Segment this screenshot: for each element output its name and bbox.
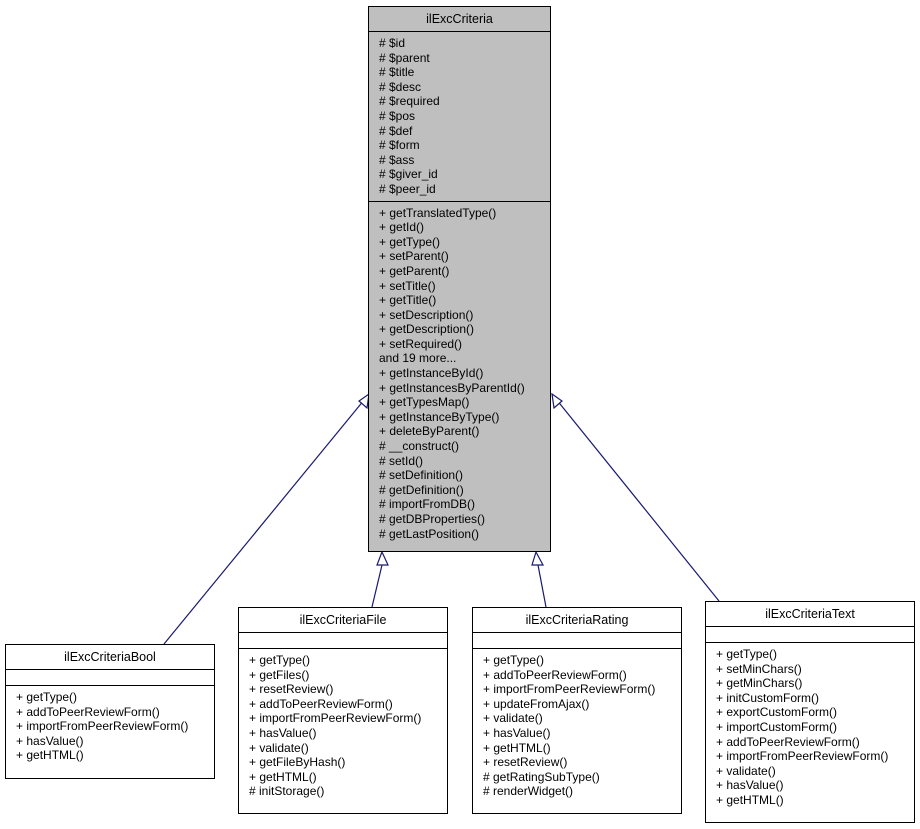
attribute-row: # $pos — [379, 108, 416, 123]
edge-text-to-base — [551, 393, 720, 602]
attribute-row: # $ass — [379, 152, 415, 167]
method-row: # importFromDB() — [379, 497, 476, 512]
attribute-row: # $desc — [379, 79, 422, 94]
method-row: + updateFromAjax() — [483, 696, 590, 711]
method-row: # setId() — [379, 453, 424, 468]
arrowhead-file — [376, 550, 389, 566]
method-row: + setParent() — [379, 249, 449, 264]
method-row: + importFromPeerReviewForm() — [716, 749, 889, 764]
more-methods-link[interactable]: and 19 more... — [379, 351, 457, 366]
method-row: + validate() — [249, 740, 309, 755]
attribute-row: # $title — [379, 65, 415, 80]
method-row: + setTitle() — [379, 278, 436, 293]
class-title: ilExcCriteriaFile — [239, 608, 447, 633]
methods-section: + getType() + getFiles() + resetReview()… — [239, 649, 447, 803]
method-row: + setDescription() — [379, 307, 474, 322]
method-row: + getTranslatedType() — [379, 205, 497, 220]
method-row: + importCustomForm() — [716, 719, 838, 734]
method-row: + getInstanceById() — [379, 366, 484, 381]
methods-section: + getTranslatedType() + getId() + getTyp… — [369, 202, 550, 546]
method-row: + hasValue() — [16, 733, 84, 748]
method-row: + importFromPeerReviewForm() — [249, 711, 422, 726]
method-row: # getDefinition() — [379, 482, 464, 497]
method-row: # getLastPosition() — [379, 526, 480, 541]
method-row: + getType() — [249, 653, 311, 667]
method-row: + getType() — [716, 647, 778, 661]
arrowhead-text — [551, 392, 563, 410]
attribute-row: # $parent — [379, 50, 430, 65]
method-row: + addToPeerReviewForm() — [16, 704, 160, 719]
edge-bool-to-base — [163, 393, 370, 645]
method-row: + addToPeerReviewForm() — [716, 734, 860, 749]
method-row: + getHTML() — [249, 769, 317, 784]
method-row: + getHTML() — [483, 740, 551, 755]
method-row: + addToPeerReviewForm() — [483, 667, 627, 682]
attribute-row: # $giver_id — [379, 167, 438, 182]
class-title: ilExcCriteria — [369, 7, 550, 32]
method-row: # getDBProperties() — [379, 512, 486, 526]
class-ilExcCriteriaRating[interactable]: ilExcCriteriaRating + getType() + addToP… — [472, 607, 682, 814]
method-row: + getType() — [16, 690, 78, 704]
edge-file-to-base — [371, 564, 383, 608]
method-row: + hasValue() — [249, 725, 317, 740]
methods-section: + getType() + addToPeerReviewForm() + im… — [473, 649, 681, 803]
method-row: + importFromPeerReviewForm() — [483, 682, 656, 697]
method-row: + getInstancesByParentId() — [379, 380, 525, 395]
method-row: + deleteByParent() — [379, 424, 480, 439]
method-row: + setRequired() — [379, 336, 463, 351]
method-row: + getMinChars() — [716, 676, 803, 691]
method-row: + addToPeerReviewForm() — [249, 696, 393, 711]
class-title: ilExcCriteriaRating — [473, 608, 681, 633]
class-ilExcCriteriaFile[interactable]: ilExcCriteriaFile + getType() + getFiles… — [238, 607, 448, 814]
method-row: # renderWidget() — [483, 784, 574, 799]
method-row: + getParent() — [379, 263, 450, 278]
method-row: + resetReview() — [249, 682, 334, 697]
method-row: + getDescription() — [379, 322, 475, 337]
attributes-section — [473, 633, 681, 649]
method-row: + getFiles() — [249, 667, 310, 682]
method-row: # __construct() — [379, 439, 460, 454]
attribute-row: # $id — [379, 36, 406, 50]
class-ilExcCriteriaBool[interactable]: ilExcCriteriaBool + getType() + addToPee… — [5, 644, 215, 779]
attribute-row: # $peer_id — [379, 181, 436, 196]
attributes-section — [706, 627, 914, 643]
method-row: # setDefinition() — [379, 468, 464, 483]
method-row: + initCustomForm() — [716, 690, 820, 705]
method-row: + getInstanceByType() — [379, 409, 500, 424]
attributes-section — [6, 670, 214, 686]
attributes-section: # $id # $parent # $title # $desc # $requ… — [369, 32, 550, 202]
method-row: + getType() — [483, 653, 545, 667]
method-row: + exportCustomForm() — [716, 705, 838, 720]
method-row: + getTypesMap() — [379, 395, 470, 410]
method-row: + resetReview() — [483, 755, 568, 770]
edge-rating-to-base — [537, 564, 547, 608]
method-row: + getHTML() — [16, 748, 84, 763]
arrowhead-rating — [531, 550, 545, 566]
attribute-row: # $required — [379, 94, 440, 109]
method-row: + hasValue() — [716, 778, 784, 793]
methods-section: + getType() + addToPeerReviewForm() + im… — [6, 686, 214, 767]
method-row: + getId() — [379, 220, 425, 235]
attribute-row: # $def — [379, 123, 413, 138]
method-row: + validate() — [716, 763, 776, 778]
method-row: + hasValue() — [483, 725, 551, 740]
method-row: + getType() — [379, 234, 441, 249]
method-row: + setMinChars() — [716, 661, 802, 676]
class-ilExcCriteria: ilExcCriteria # $id # $parent # $title #… — [368, 6, 551, 552]
method-row: # getRatingSubType() — [483, 769, 600, 784]
attributes-section — [239, 633, 447, 649]
class-ilExcCriteriaText[interactable]: ilExcCriteriaText + getType() + setMinCh… — [705, 601, 915, 823]
method-row: + importFromPeerReviewForm() — [16, 719, 189, 734]
class-title: ilExcCriteriaBool — [6, 645, 214, 670]
method-row: + validate() — [483, 711, 543, 726]
methods-section: + getType() + setMinChars() + getMinChar… — [706, 643, 914, 812]
method-row: + getTitle() — [379, 293, 437, 308]
attribute-row: # $form — [379, 138, 420, 153]
method-row: + getFileByHash() — [249, 755, 346, 770]
method-row: + getHTML() — [716, 792, 784, 807]
method-row: # initStorage() — [249, 784, 325, 799]
class-title: ilExcCriteriaText — [706, 602, 914, 627]
